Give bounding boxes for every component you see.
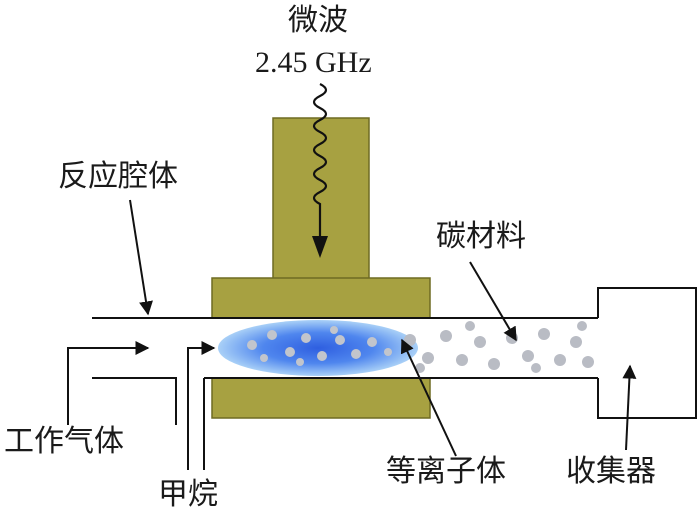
- plasma-pointer: [400, 338, 457, 457]
- waveguide-flange: [211, 277, 431, 319]
- plasma-label: 等离子体: [386, 454, 506, 489]
- working-gas-label: 工作气体: [4, 424, 124, 459]
- working-gas-inlet-line: [67, 341, 150, 425]
- waveguide-lower-block: [211, 377, 431, 419]
- collector-pointer: [622, 364, 637, 451]
- plasma-particles: [247, 326, 392, 366]
- carbon-material-label: 碳材料: [436, 219, 526, 254]
- reaction-chamber-pointer: [129, 199, 153, 316]
- carbon-particles: [404, 321, 594, 373]
- microwave-label: 微波: [288, 3, 348, 38]
- microwave-arrowhead: [312, 236, 328, 258]
- gas-channel-wall: [92, 377, 177, 425]
- collector-label: 收集器: [566, 454, 656, 489]
- microwave-wave-icon: [312, 83, 328, 236]
- carbon-material-pointer: [469, 261, 517, 342]
- reaction-chamber-label: 反应腔体: [58, 159, 178, 194]
- collector-box: [597, 287, 697, 419]
- frequency-label: 2.45 GHz: [255, 46, 372, 79]
- methane-inlet-line: [187, 341, 216, 470]
- methane-label: 甲烷: [158, 477, 218, 512]
